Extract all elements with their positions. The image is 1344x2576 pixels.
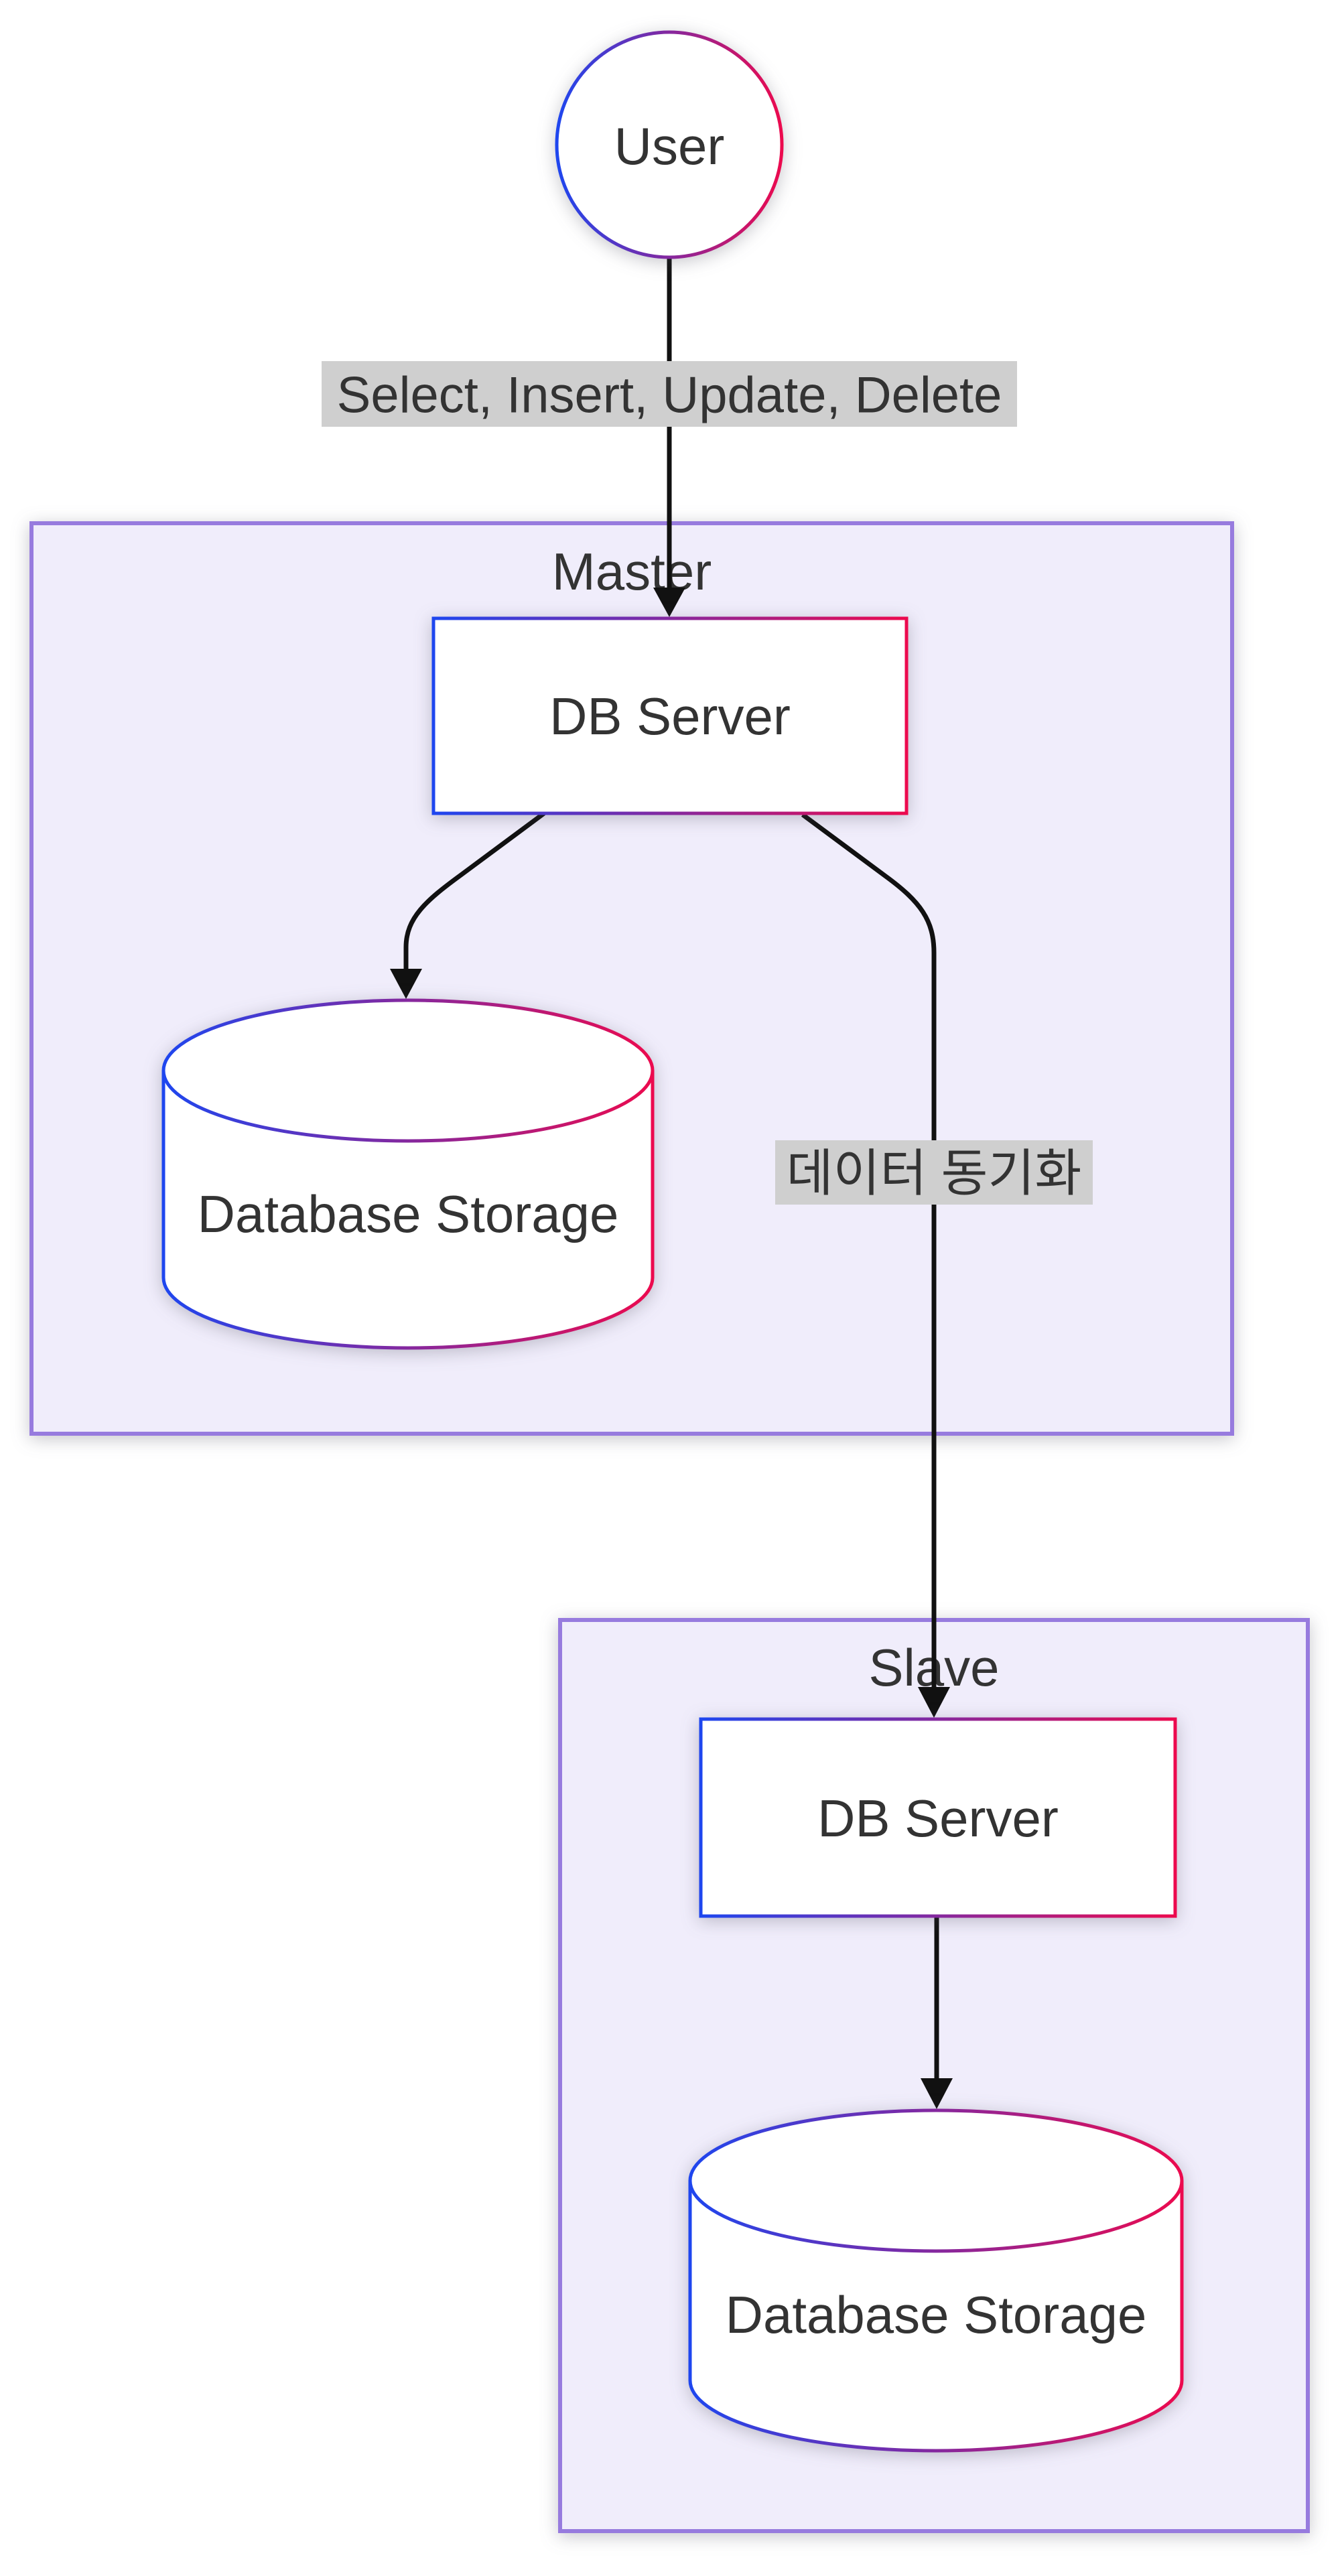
arrowhead-user-to-master-db xyxy=(653,588,685,617)
user-node: User xyxy=(555,30,784,259)
slave-db-server-label: DB Server xyxy=(817,1789,1059,1848)
edge-master-db-to-slave-db xyxy=(801,813,937,1688)
arrowhead-master-db-to-storage xyxy=(390,969,422,999)
edge-master-db-to-storage xyxy=(403,811,546,970)
slave-db-server-shape xyxy=(699,1717,1177,1918)
edge-label-bg-select-insert-update-delete xyxy=(322,361,1017,427)
slave-storage-cylinder-body xyxy=(688,2108,1184,2453)
arrowhead-master-db-to-slave-db xyxy=(918,1687,950,1718)
master-storage-node: Database Storage xyxy=(161,998,655,1350)
user-node-label: User xyxy=(614,117,725,176)
master-db-server-label: DB Server xyxy=(549,687,791,746)
slave-db-server-node: DB Server xyxy=(699,1717,1177,1918)
user-node-shape xyxy=(555,30,784,259)
master-storage-cylinder-rim xyxy=(161,1070,655,1143)
slave-storage-node: Database Storage xyxy=(688,2108,1184,2453)
edge-label-data-sync-text: 데이터 동기화 xyxy=(787,1146,1082,1203)
slave-storage-cylinder-rim xyxy=(688,2180,1184,2253)
edge-label-user-to-master-db: Select, Insert, Update, Delete xyxy=(322,361,1017,427)
master-storage-label: Database Storage xyxy=(198,1184,619,1243)
master-storage-cylinder-body xyxy=(161,998,655,1350)
edge-label-data-sync: 데이터 동기화 xyxy=(775,1140,1093,1205)
master-db-server-node: DB Server xyxy=(431,616,909,815)
master-cluster-title: Master xyxy=(552,542,712,601)
edge-label-bg-data-sync xyxy=(775,1140,1093,1205)
slave-storage-label: Database Storage xyxy=(726,2285,1147,2344)
edge-label-select-insert-update-delete: Select, Insert, Update, Delete xyxy=(337,367,1002,424)
arrowhead-slave-db-to-storage xyxy=(921,2078,953,2109)
master-db-server-shape xyxy=(431,616,909,815)
